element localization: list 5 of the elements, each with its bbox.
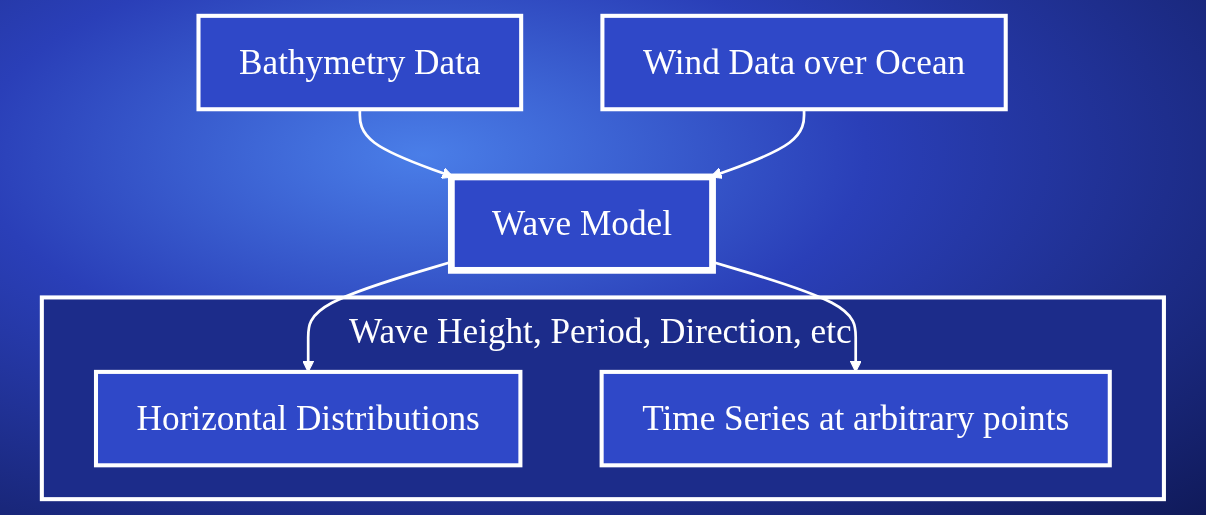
node-box: Horizontal Distributions bbox=[94, 369, 523, 468]
node-box: Time Series at arbitrary points bbox=[599, 369, 1112, 468]
node-box: Wind Data over Ocean bbox=[600, 13, 1008, 112]
node-box: Bathymetry Data bbox=[196, 13, 524, 112]
node-box: Wave Model bbox=[448, 173, 717, 274]
